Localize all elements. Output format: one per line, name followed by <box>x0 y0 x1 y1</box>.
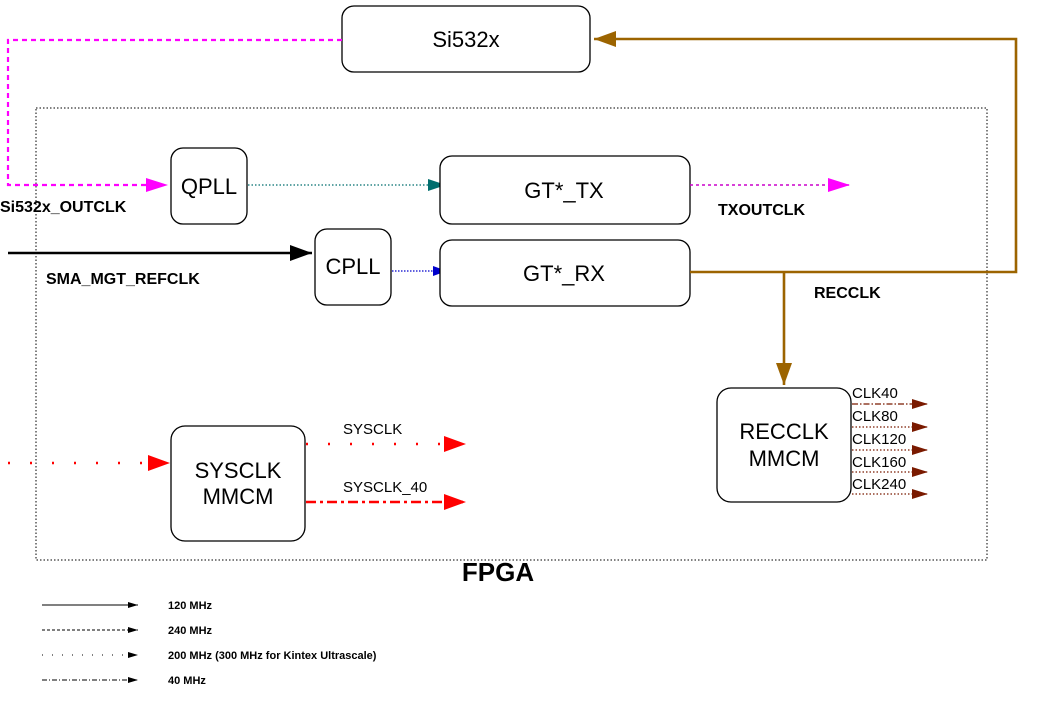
recclk-outputs: CLK40 CLK80 CLK120 CLK160 CLK240 <box>852 385 928 499</box>
recclk-feedback-line <box>594 31 1018 274</box>
sysclk-mmcm-label-1: SYSCLK <box>195 458 282 483</box>
recclk-mmcm-label-1: RECCLK <box>739 419 829 444</box>
sysclk-label: SYSCLK <box>343 421 402 438</box>
legend-240mhz-label: 240 MHz <box>168 625 213 637</box>
sysclk-40-label: SYSCLK_40 <box>343 479 427 496</box>
fpga-label: FPGA <box>462 557 534 587</box>
legend-40mhz-label: 40 MHz <box>168 675 206 687</box>
clk40-label: CLK40 <box>852 385 898 402</box>
qpll-label: QPLL <box>181 174 237 199</box>
gt-tx-label: GT*_TX <box>524 178 604 203</box>
clk120-label: CLK120 <box>852 431 906 448</box>
gt-rx-label: GT*_RX <box>523 261 605 286</box>
gt-tx-block <box>439 155 691 225</box>
qpll-block <box>170 147 248 225</box>
legend: 120 MHz 240 MHz 200 MHz (300 MHz for Kin… <box>42 600 377 687</box>
si532x-outclk-label: Si532x_OUTCLK <box>0 199 127 216</box>
legend-120mhz-label: 120 MHz <box>168 600 213 612</box>
si532x-outclk-line <box>6 38 342 192</box>
fpga-boundary <box>35 107 988 561</box>
clk240-label: CLK240 <box>852 476 906 493</box>
legend-200mhz-label: 200 MHz (300 MHz for Kintex Ultrascale) <box>168 650 377 662</box>
cpll-block <box>314 228 392 306</box>
recclk-label: RECCLK <box>814 285 881 302</box>
recclk-mmcm-block <box>716 387 852 503</box>
sysclk-mmcm-label-2: MMCM <box>203 484 274 509</box>
sma-mgt-refclk-label: SMA_MGT_REFCLK <box>46 271 200 288</box>
sysclk-mmcm-block <box>170 425 306 542</box>
recclk-mmcm-label-2: MMCM <box>749 446 820 471</box>
si532x-label: Si532x <box>432 27 499 52</box>
cpll-label: CPLL <box>325 254 380 279</box>
clk80-label: CLK80 <box>852 408 898 425</box>
clk160-label: CLK160 <box>852 454 906 471</box>
txoutclk-label: TXOUTCLK <box>718 202 806 219</box>
